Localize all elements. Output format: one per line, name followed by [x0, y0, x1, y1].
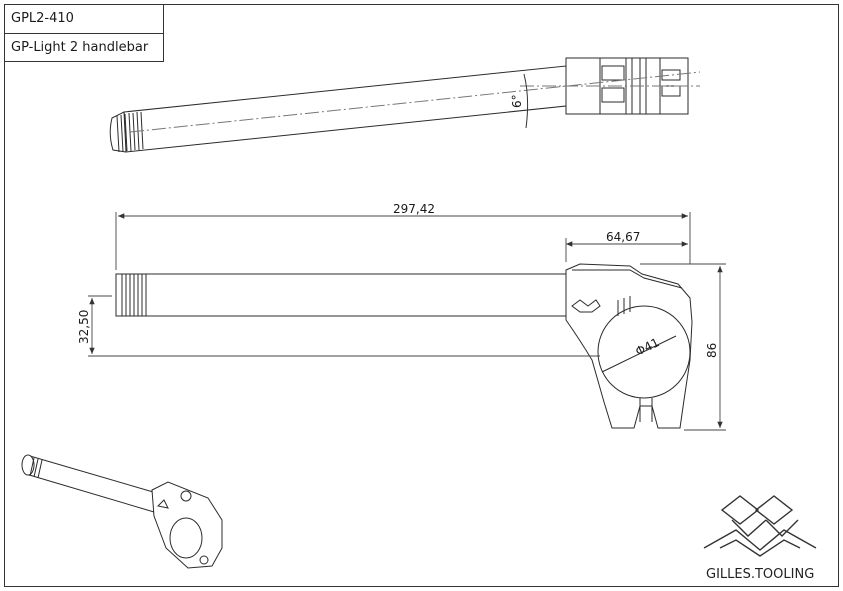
logo-text: GILLES.TOOLING: [706, 567, 814, 582]
angle-dimension: 6°: [510, 94, 524, 108]
overall-length-label: 297,42: [393, 202, 435, 216]
clamp-width-label: 64,67: [606, 230, 640, 244]
height-label: 86: [705, 343, 719, 358]
top-view: [109, 57, 701, 153]
title-block: GPL2-410 GP-Light 2 handlebar: [4, 4, 164, 62]
clamp-width-dim: [565, 238, 688, 262]
height-dim: [640, 263, 726, 431]
offset-dim: [88, 295, 600, 357]
gilles-tooling-logo: [703, 495, 817, 557]
overall-length-dim: [115, 212, 691, 270]
offset-label: 32,50: [77, 310, 91, 344]
part-number: GPL2-410: [11, 11, 74, 26]
side-view: [115, 263, 693, 429]
part-description: GP-Light 2 handlebar: [5, 33, 163, 62]
isometric-view: [21, 454, 223, 569]
drawing-frame: [4, 4, 839, 587]
